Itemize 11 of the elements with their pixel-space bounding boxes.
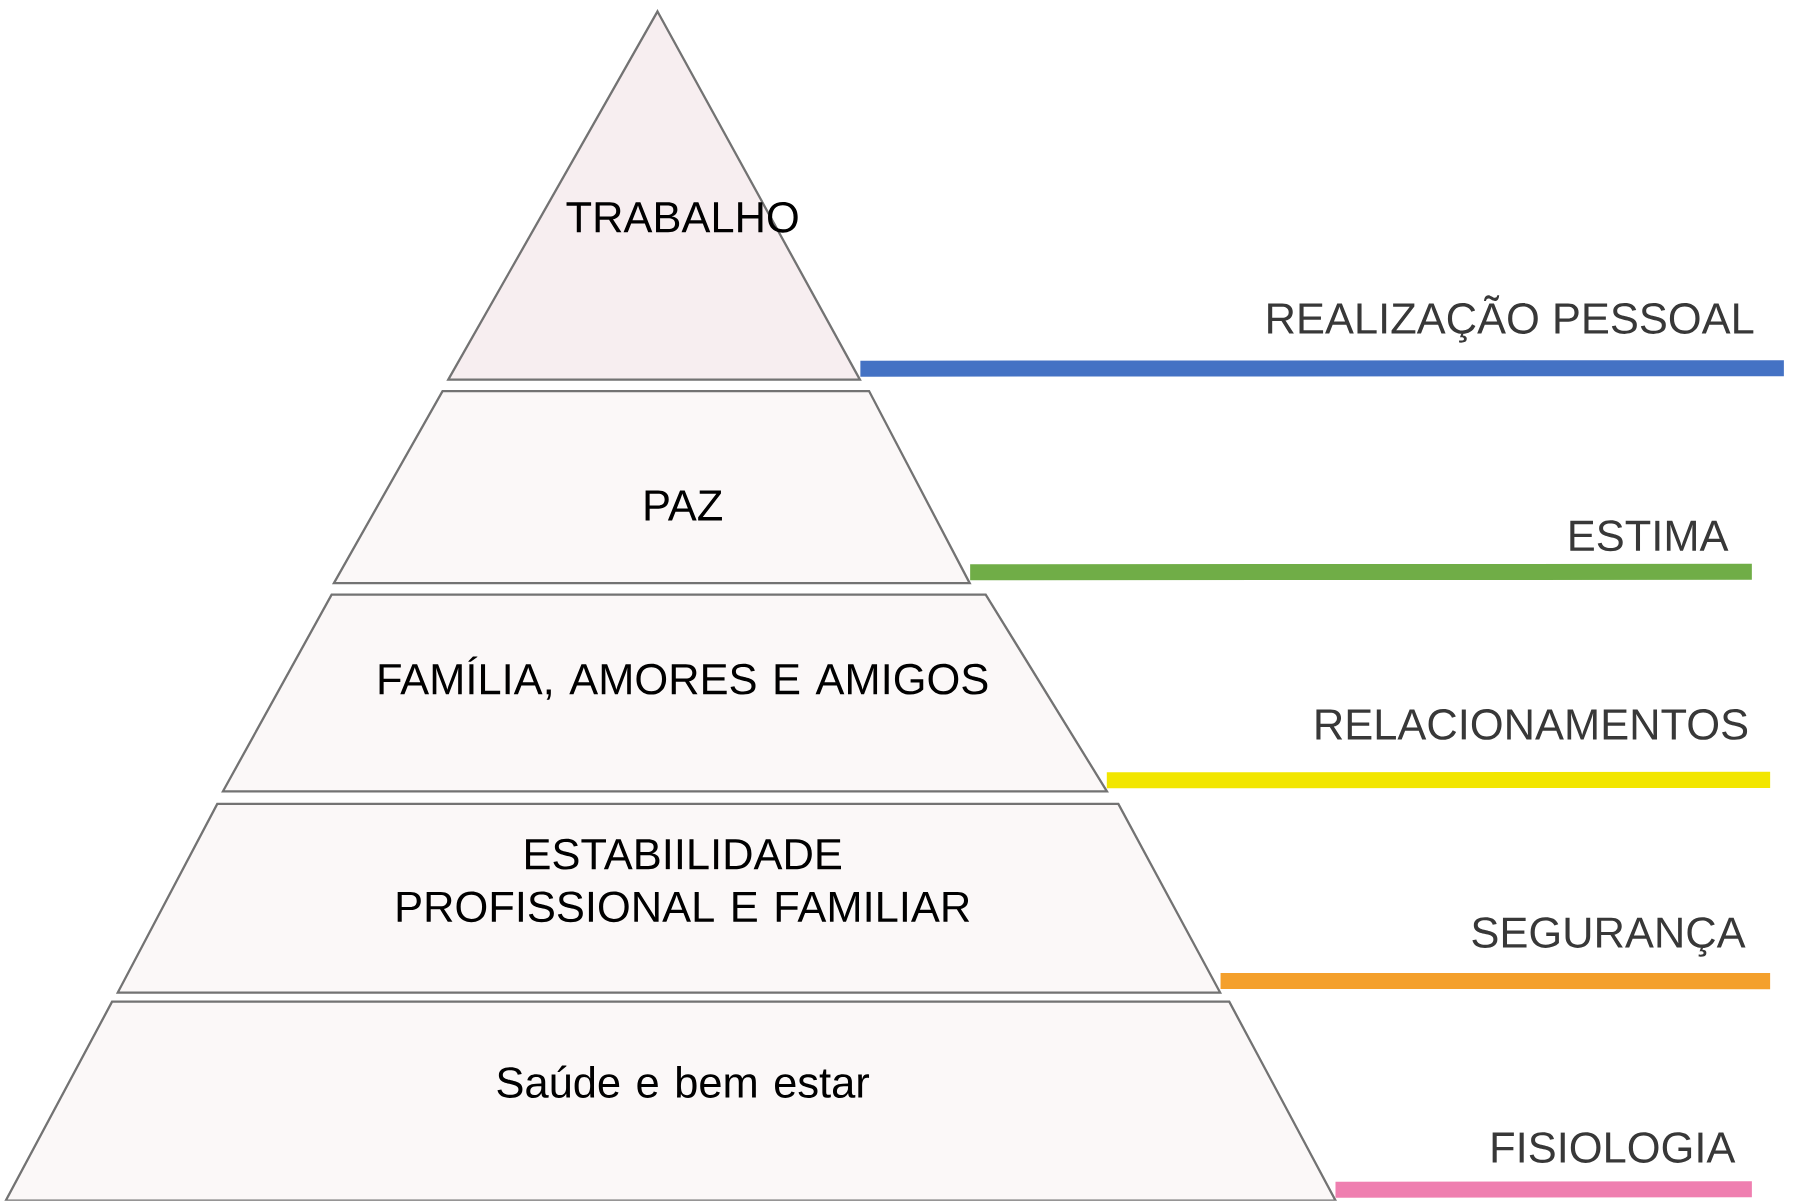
level-bar bbox=[1335, 1181, 1752, 1198]
pyramid-level: FAMÍLIA, AMORES E AMIGOS bbox=[221, 593, 1109, 793]
level-bar bbox=[1106, 772, 1771, 789]
level-bar bbox=[970, 563, 1752, 581]
level-bar bbox=[1220, 973, 1771, 990]
level-label: RELACIONAMENTOS bbox=[1316, 709, 1748, 740]
level-label: ESTIMA bbox=[1570, 520, 1729, 552]
level-label: SEGURANÇA bbox=[1472, 917, 1746, 957]
level-bar bbox=[860, 360, 1784, 377]
level-label: FISIOLOGIA bbox=[1492, 1132, 1736, 1164]
level-label: REALIZAÇÃO PESSOAL bbox=[1268, 295, 1754, 343]
